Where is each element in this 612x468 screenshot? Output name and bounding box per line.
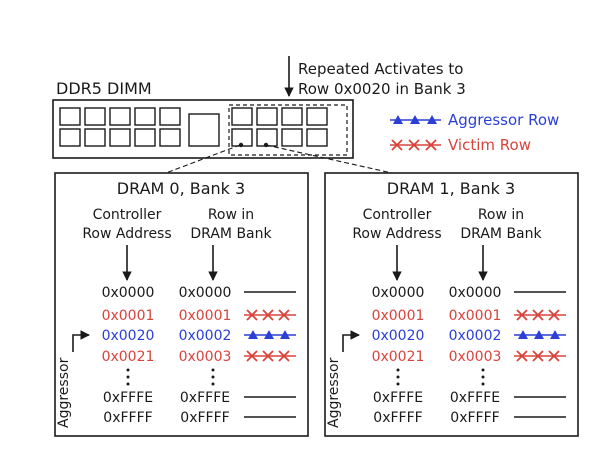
ellipsis-dot [396, 382, 400, 386]
controller-row-victim: 0x0021 [372, 349, 425, 365]
legend-victim-label: Victim Row [448, 136, 531, 154]
controller-row-victim: 0x0021 [102, 349, 155, 365]
ellipsis-dot [481, 382, 485, 386]
aggressor-side-label: Aggressor [326, 357, 342, 428]
bank-row-victim: 0x0003 [449, 349, 502, 365]
dimm-center-chip [188, 113, 220, 147]
victim-mark [516, 309, 560, 321]
controller-header: Controller [93, 207, 162, 223]
dimm-right-chip [306, 107, 328, 126]
panel-title: DRAM 1, Bank 3 [387, 179, 515, 198]
ellipsis-dot [126, 375, 130, 379]
dimm-left-chip [59, 107, 81, 126]
dimm-left-chip [159, 107, 181, 126]
victim-mark [246, 309, 290, 321]
ellipsis-dot [211, 368, 215, 372]
selected-chip-dot-0 [238, 142, 244, 148]
dimm-right-chip [231, 107, 253, 126]
dimm-left-chip [84, 107, 106, 126]
connector-dram1 [265, 144, 393, 174]
controller-row-normal: 0xFFFF [103, 410, 152, 426]
panel-frame [54, 172, 309, 437]
bank-header: DRAM Bank [460, 226, 542, 242]
highlighted-chips-region [228, 104, 348, 156]
bank-row-normal: 0xFFFE [180, 390, 230, 406]
bank-row-victim: 0x0001 [449, 308, 502, 324]
bank-header: Row in [208, 207, 254, 223]
aggressor-pointer-arrow [72, 330, 90, 352]
legend-victim-mark [391, 139, 437, 151]
controller-row-normal: 0xFFFE [103, 390, 153, 406]
controller-row-normal: 0xFFFF [373, 410, 422, 426]
controller-row-aggressor: 0x0020 [372, 328, 425, 344]
dimm-left-chip [159, 128, 181, 147]
bank-row-aggressor: 0x0002 [179, 328, 232, 344]
panel-frame [324, 172, 579, 437]
aggressor-mark [518, 330, 560, 339]
legend: Aggressor Row Victim Row [390, 111, 559, 154]
bank-row-normal: 0xFFFE [450, 390, 500, 406]
controller-header: Row Address [352, 226, 441, 242]
dimm-left-chip [109, 128, 131, 147]
connector-dram0 [165, 144, 241, 174]
bank-row-victim: 0x0001 [179, 308, 232, 324]
victim-mark [516, 350, 560, 362]
dimm-right-chip [281, 107, 303, 126]
annotation-line2: Row 0x0020 in Bank 3 [298, 80, 466, 98]
bank-header: Row in [478, 207, 524, 223]
controller-row-victim: 0x0001 [102, 308, 155, 324]
ellipsis-dot [481, 368, 485, 372]
dimm-module [52, 99, 354, 159]
dimm-left-chip [84, 128, 106, 147]
bank-row-victim: 0x0003 [179, 349, 232, 365]
annotation-line1: Repeated Activates to [298, 60, 463, 78]
controller-row-aggressor: 0x0020 [102, 328, 155, 344]
bank-row-aggressor: 0x0002 [449, 328, 502, 344]
dimm-chips-left [59, 107, 181, 147]
dimm-left-chip [134, 107, 156, 126]
bank-row-normal: 0xFFFF [450, 410, 499, 426]
dimm-chips-right [231, 107, 328, 147]
bank-row-normal: 0x0000 [449, 285, 502, 301]
legend-aggressor-label: Aggressor Row [448, 111, 559, 129]
ellipsis-dot [211, 375, 215, 379]
ellipsis-dot [481, 375, 485, 379]
dimm-right-chip [281, 128, 303, 147]
ellipsis-dot [126, 382, 130, 386]
controller-row-victim: 0x0001 [372, 308, 425, 324]
dimm-left-chip [134, 128, 156, 147]
dimm-right-chip [256, 107, 278, 126]
dimm-right-chip [306, 128, 328, 147]
victim-mark [246, 350, 290, 362]
dimm-left-chip [59, 128, 81, 147]
ellipsis-dot [211, 382, 215, 386]
dimm-label: DDR5 DIMM [56, 79, 152, 98]
controller-row-normal: 0x0000 [372, 285, 425, 301]
controller-row-normal: 0xFFFE [373, 390, 423, 406]
controller-header: Controller [363, 207, 432, 223]
bank-header: DRAM Bank [190, 226, 272, 242]
controller-header: Row Address [82, 226, 171, 242]
legend-aggressor-mark [393, 115, 437, 124]
aggressor-side-label: Aggressor [56, 357, 72, 428]
ellipsis-dot [396, 368, 400, 372]
ellipsis-dot [126, 368, 130, 372]
dimm-left-chip [109, 107, 131, 126]
bank-row-normal: 0xFFFF [180, 410, 229, 426]
aggressor-mark [248, 330, 290, 339]
panel-title: DRAM 0, Bank 3 [117, 179, 245, 198]
controller-row-normal: 0x0000 [102, 285, 155, 301]
aggressor-pointer-arrow [342, 330, 360, 352]
ellipsis-dot [396, 375, 400, 379]
bank-row-normal: 0x0000 [179, 285, 232, 301]
